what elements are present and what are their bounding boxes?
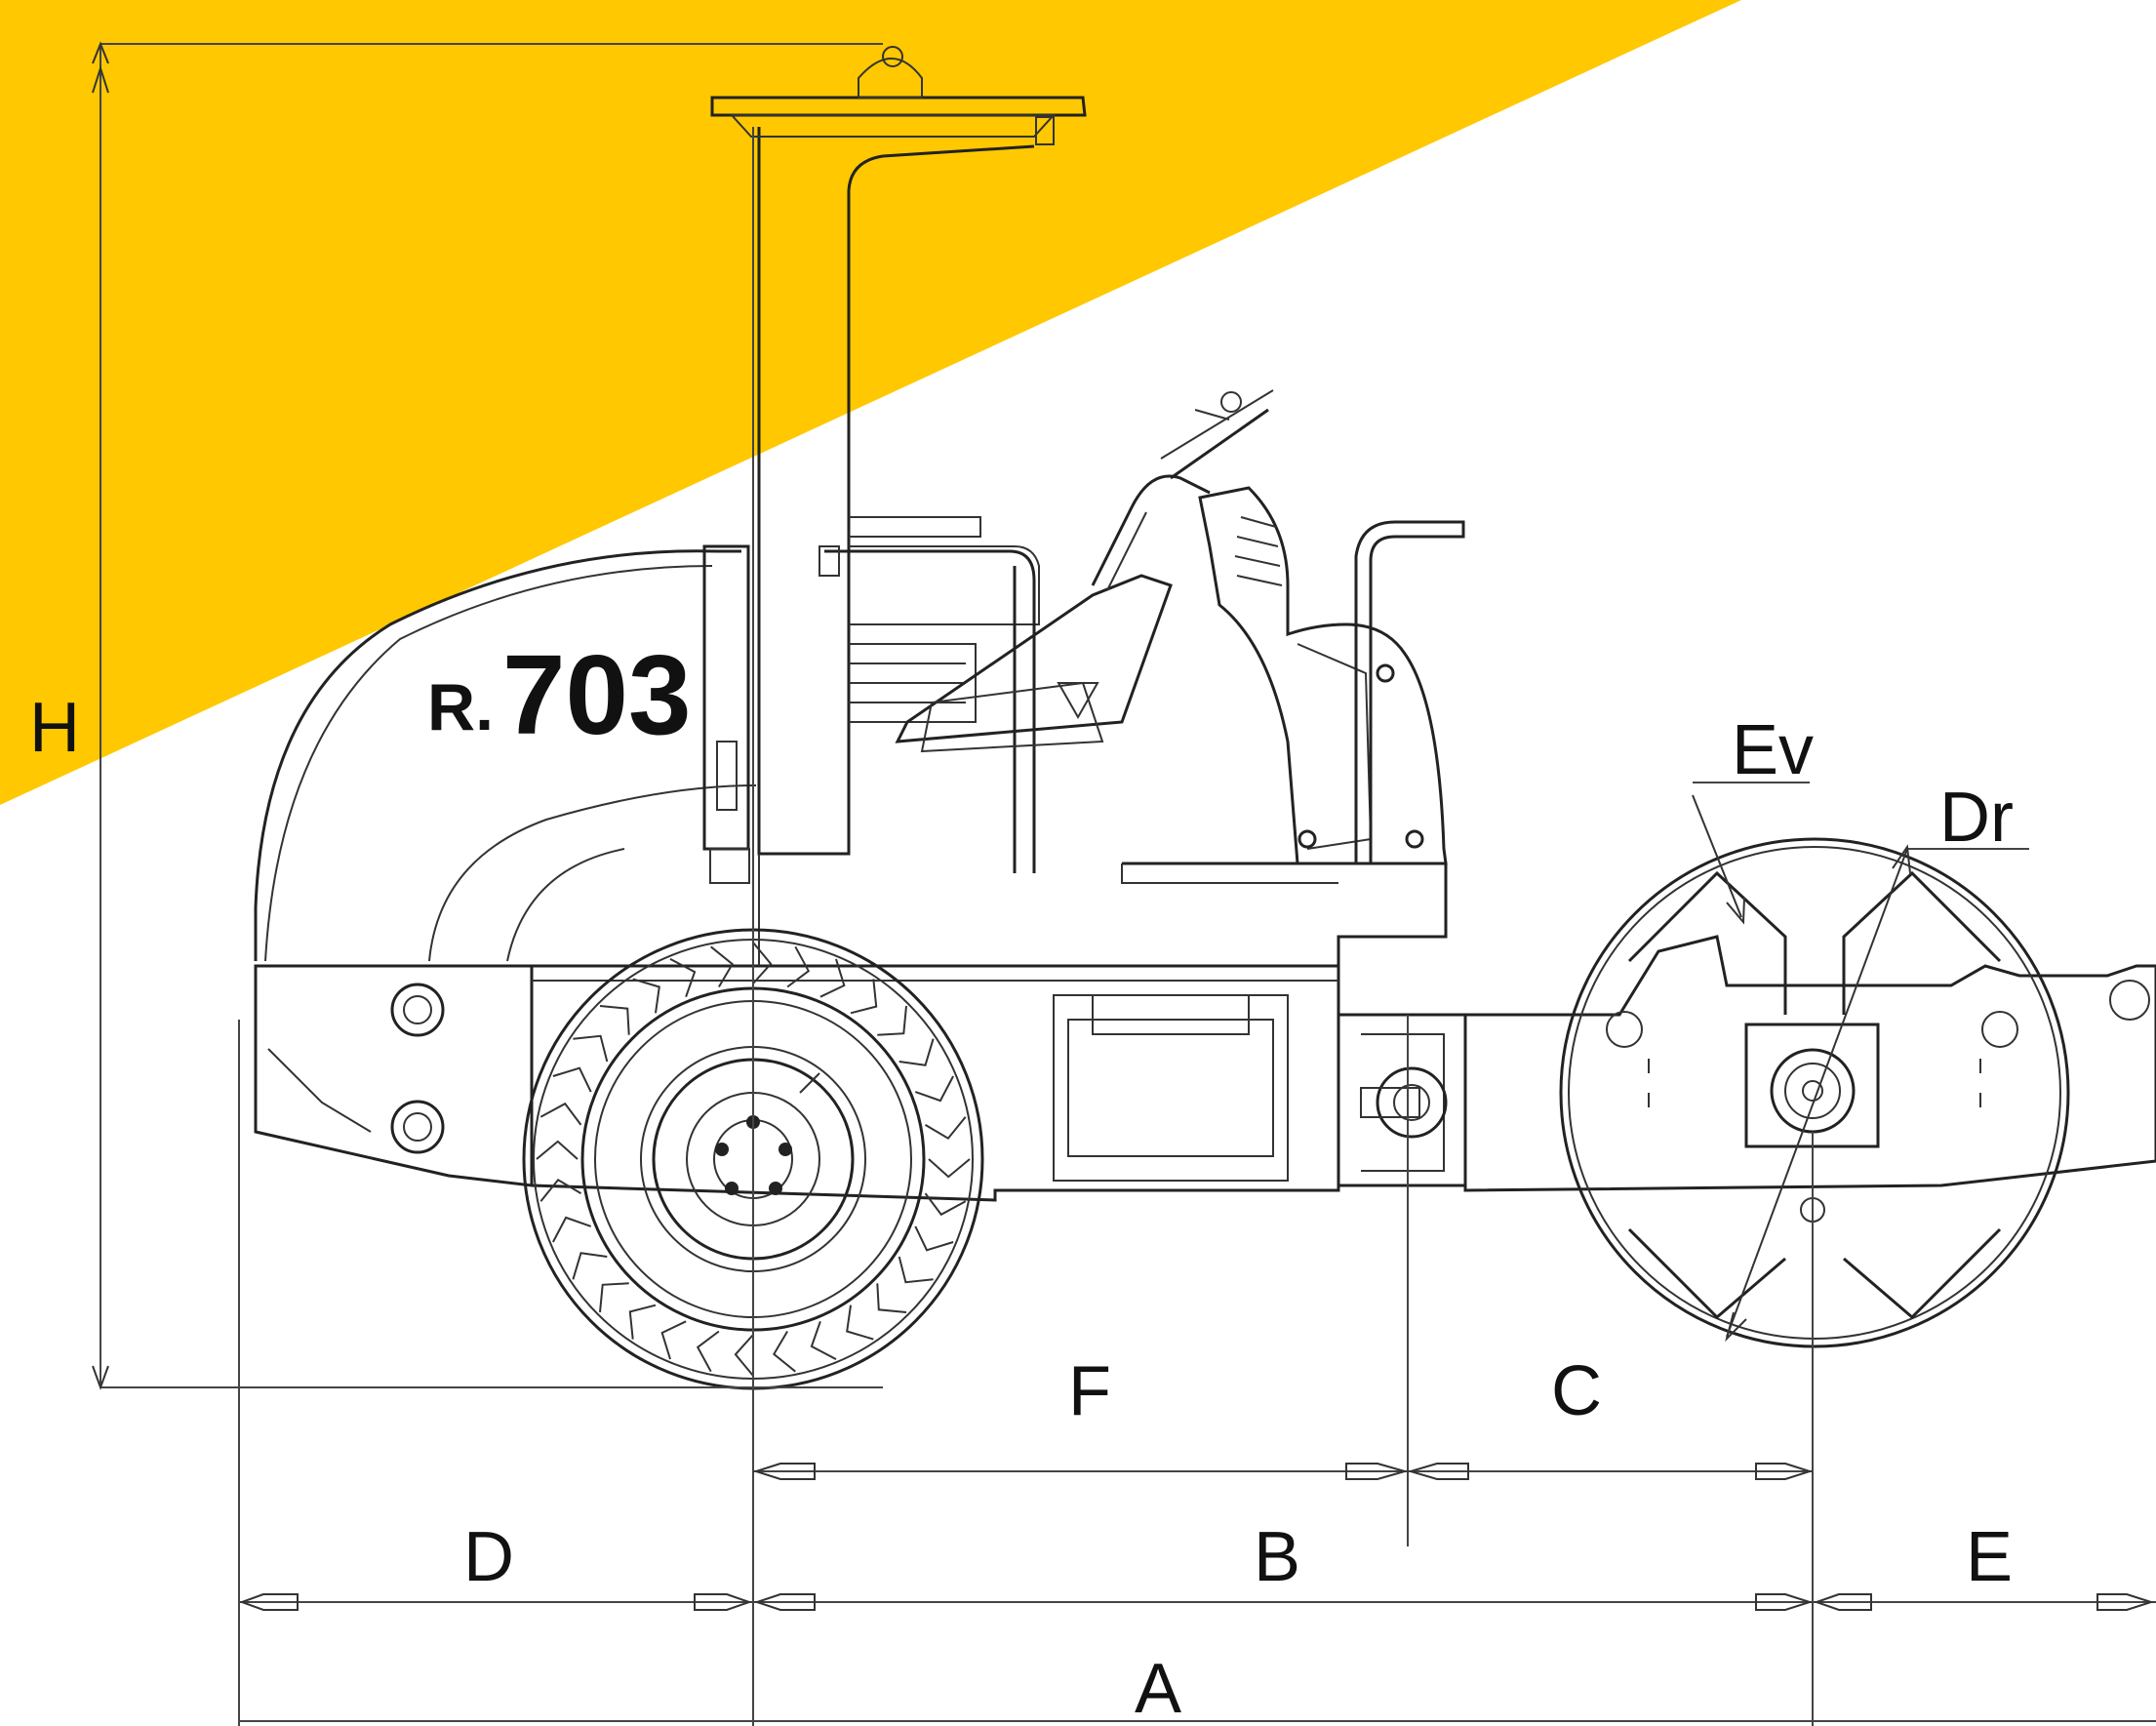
tire-tread-lug [552,1066,592,1093]
dim-label-dr: Dr [1939,779,2014,857]
dim-label-c: C [1551,1352,1602,1430]
rear-frame [254,964,534,1187]
tire-tread-lug [539,1179,582,1202]
model-number: 703 [502,631,692,758]
front-drum [1559,837,2070,1348]
tire-tread-lug [734,1334,754,1377]
tire-tread-lug [539,1102,582,1126]
tire-tread-lug [924,1192,967,1217]
dim-label-d: D [463,1518,514,1596]
steering-column [1091,474,1211,586]
dim-label-f: F [1068,1352,1111,1430]
dimension-lines [92,41,2156,1726]
tire-tread-lug [898,1038,935,1066]
tire-tread-lug [536,1140,579,1160]
tire-tread-lug [877,1005,907,1036]
tire-tread-lug [599,1282,629,1313]
dim-label-a: A [1135,1650,1181,1726]
tire-tread-lug [696,1330,720,1373]
tire-tread-lug [819,958,846,998]
tire-tread-lug [914,1075,954,1103]
canopy-roof [710,96,1087,117]
tire-tread-lug [628,1304,657,1340]
tire-tread-lug [599,1005,630,1035]
tire-tread-lug [572,1252,608,1280]
operator-console [1198,486,1448,865]
dim-label-ev: Ev [1732,711,1814,789]
tire-tread-lug [552,1216,592,1243]
tire-tread-lug [846,1305,874,1341]
tire-tread-lug [924,1116,967,1140]
tire-tread-lug [850,979,878,1015]
tire-tread-lug [710,945,734,988]
tire-tread-lug [632,978,660,1014]
tire-tread-lug [773,1330,796,1373]
tire-tread-lug [669,958,697,998]
main-chassis [531,964,1340,1202]
tire-tread-lug [660,1320,687,1360]
front-frame [1463,935,2156,1192]
dim-label-b: B [1254,1518,1300,1596]
tire-tread-lug [898,1256,934,1284]
model-prefix: R. [427,670,494,744]
dim-label-h: H [29,689,80,767]
tire-tread-lug [914,1225,954,1252]
rops-pillar [757,127,1035,856]
tire-tread-lug [573,1034,609,1063]
yellow-accent-band [0,0,1741,805]
tire-tread-lug [876,1283,907,1313]
tire-tread-lug [928,1158,971,1179]
tire-tread-lug [752,942,773,984]
engine-hood [254,549,741,961]
handrail [1354,520,1465,863]
tire-tread-lug [786,945,811,988]
tire-tread-lug [810,1320,837,1360]
dim-label-e: E [1966,1518,2013,1596]
